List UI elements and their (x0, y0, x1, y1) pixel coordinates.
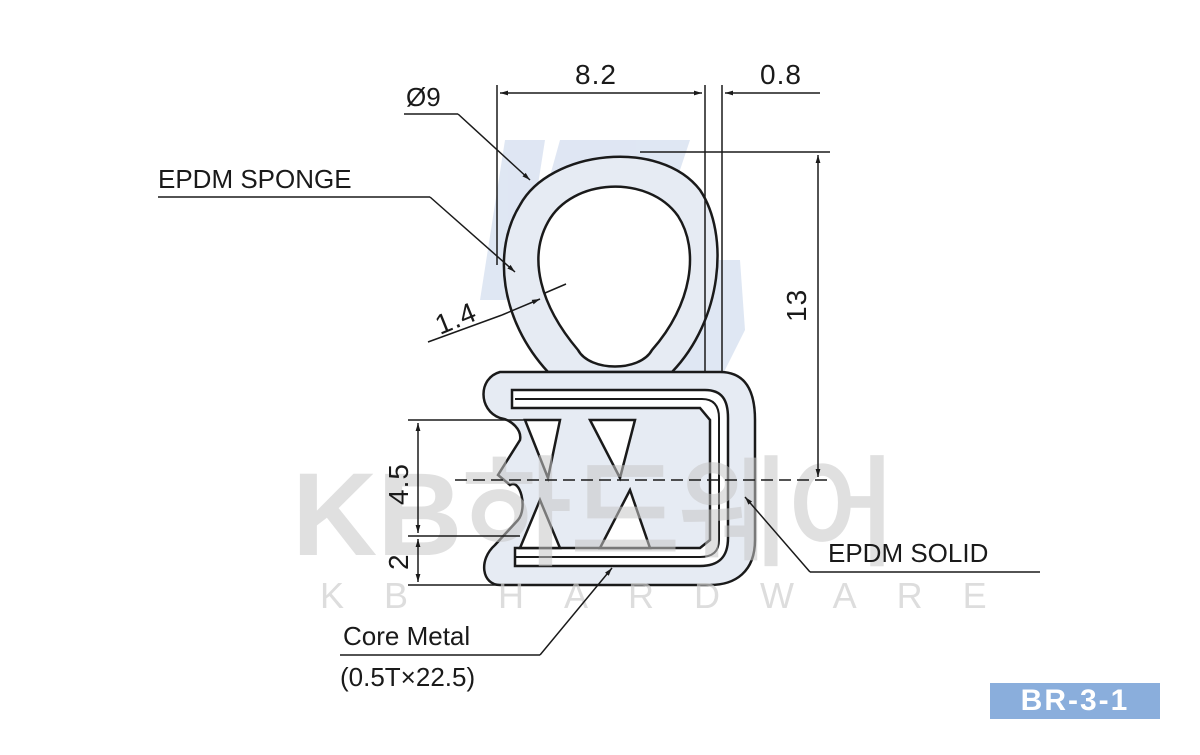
dim-height-total: 13 (781, 289, 812, 322)
dim-width-main: 8.2 (575, 59, 617, 90)
epdm-sponge-bulb (502, 155, 719, 374)
watermark-text: KB하드웨어 KB HARDWARE (292, 449, 1027, 616)
dimension-wall (427, 283, 567, 343)
leader-sponge (158, 196, 516, 273)
label-epdm-sponge: EPDM SPONGE (158, 164, 352, 194)
dim-grip-height: 4.5 (383, 463, 414, 505)
label-core-metal-spec: (0.5T×22.5) (340, 662, 475, 692)
part-number-badge: BR-3-1 (990, 683, 1160, 719)
label-core-metal: Core Metal (343, 621, 470, 651)
dim-wall-thickness: 1.4 (431, 296, 481, 340)
dim-width-lip: 0.8 (760, 59, 802, 90)
watermark-sub: KB HARDWARE (320, 575, 1027, 616)
dimension-grip (408, 419, 525, 586)
leader-solid (744, 496, 1040, 573)
dim-base-height: 2 (383, 553, 414, 570)
epdm-solid-channel (482, 370, 757, 587)
dimension-width (496, 85, 820, 372)
dimension-height (455, 151, 830, 481)
leader-core-metal (340, 567, 613, 656)
leader-diameter (404, 113, 531, 181)
watermark-brand: KB하드웨어 (292, 449, 897, 581)
label-diameter: Ø9 (406, 82, 441, 112)
label-epdm-solid: EPDM SOLID (828, 538, 988, 568)
